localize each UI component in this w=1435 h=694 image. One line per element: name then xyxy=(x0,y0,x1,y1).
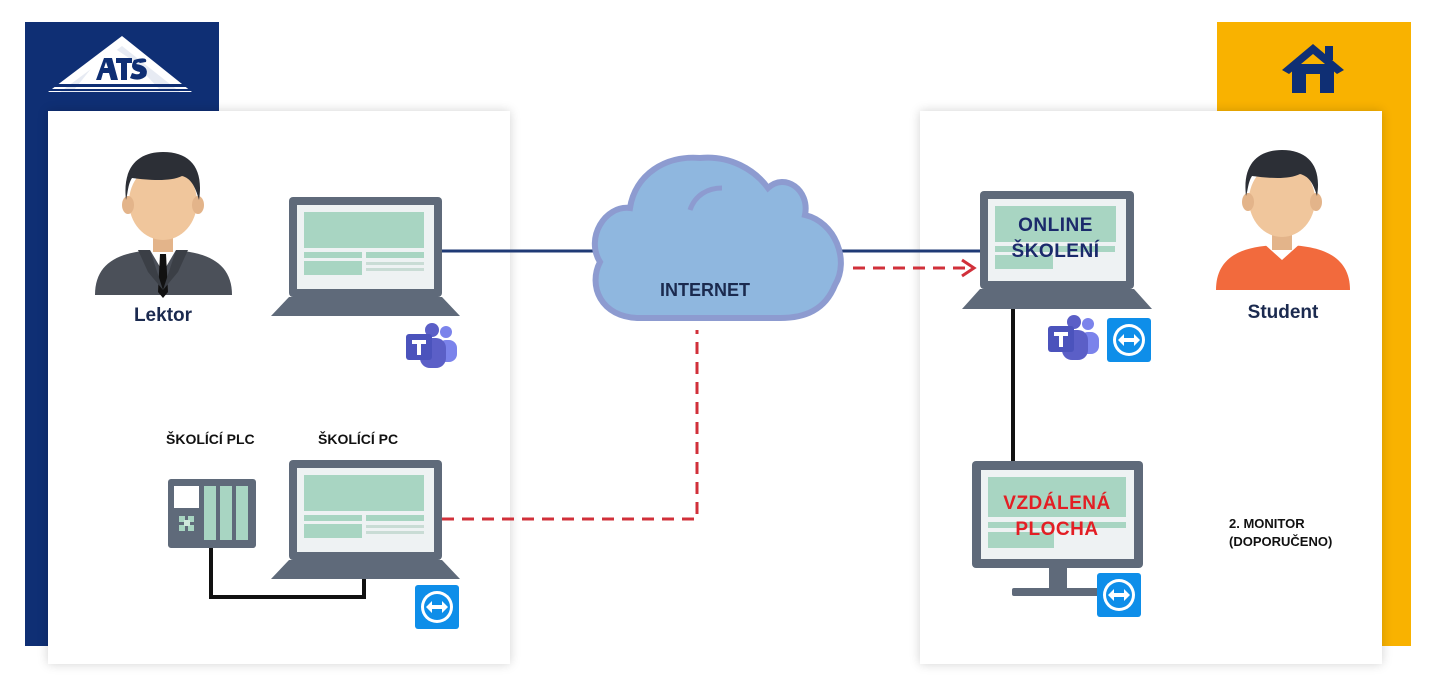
internet-label: INTERNET xyxy=(660,280,750,300)
teamviewer-icon xyxy=(415,585,459,629)
lecturer-label: Lektor xyxy=(133,305,193,326)
second-monitor xyxy=(972,461,1143,596)
training-pc-laptop xyxy=(271,460,460,579)
training-plc-label: ŠKOLÍCÍ PLC xyxy=(166,431,255,447)
remote-arrow-head xyxy=(961,258,977,278)
teams-icon xyxy=(406,323,457,368)
plc-pc-link xyxy=(209,548,366,599)
online-training-line2: ŠKOLENÍ xyxy=(1011,241,1100,262)
lecturer-avatar xyxy=(95,152,232,298)
second-monitor-label: 2. MONITOR (DOPORUČENO) xyxy=(1229,515,1332,551)
training-plc-device xyxy=(168,479,256,548)
online-training-line1: ONLINE xyxy=(1018,215,1093,236)
student-laptop xyxy=(962,191,1152,309)
student-label: Student xyxy=(1247,302,1319,323)
remote-desktop-line2: PLOCHA xyxy=(1015,519,1099,540)
teamviewer-icon xyxy=(1107,318,1151,362)
student-avatar xyxy=(1216,150,1350,290)
home-icon xyxy=(1282,44,1344,93)
online-training-label: ONLINE ŠKOLENÍ xyxy=(995,213,1116,265)
teams-icon xyxy=(1048,315,1099,360)
remote-dashed-line xyxy=(442,330,699,521)
teamviewer-icon xyxy=(1097,573,1141,617)
remote-desktop-line1: VZDÁLENÁ xyxy=(1003,493,1111,514)
lecturer-laptop xyxy=(271,197,460,316)
training-pc-label: ŠKOLÍCÍ PC xyxy=(318,431,399,447)
internet-cloud-icon xyxy=(591,154,844,321)
second-monitor-line1: 2. MONITOR xyxy=(1229,516,1305,531)
remote-desktop-label: VZDÁLENÁ PLOCHA xyxy=(988,491,1126,543)
ats-logo xyxy=(48,36,192,92)
second-monitor-line2: (DOPORUČENO) xyxy=(1229,534,1333,549)
